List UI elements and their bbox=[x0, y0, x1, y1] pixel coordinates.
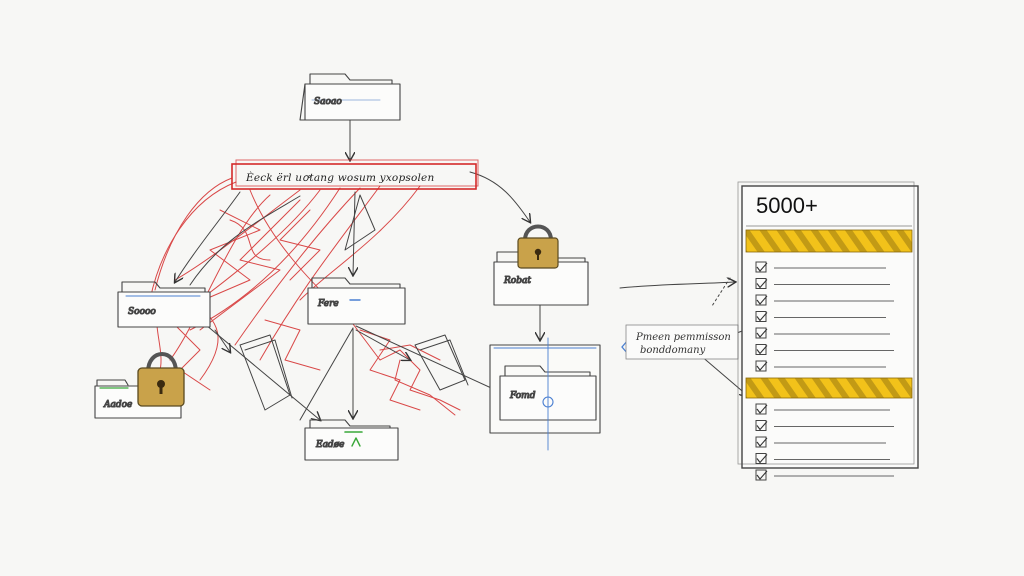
highlight-bar-bottom bbox=[745, 377, 913, 399]
permission-note: Pmeen pemmisson bonddomany bbox=[621, 324, 739, 360]
folder-locked-left-label: Aadoe bbox=[103, 400, 132, 410]
note-line-2: bonddomany bbox=[640, 345, 706, 356]
checkmark-icon bbox=[756, 470, 768, 480]
highlight-bar-top bbox=[745, 229, 913, 253]
permissions-panel: 5000+ bbox=[737, 181, 919, 481]
folder-left: Ѕоооо bbox=[117, 281, 211, 328]
checkmark-icon bbox=[756, 404, 768, 414]
checkbox-icon bbox=[755, 294, 767, 306]
panel-title: 5000+ bbox=[756, 193, 818, 218]
folder-right-large: Fomd bbox=[489, 337, 601, 451]
lock-icon bbox=[517, 224, 559, 269]
checkmark-icon bbox=[756, 361, 768, 371]
checkmark-icon bbox=[756, 295, 768, 305]
checklist bbox=[755, 261, 894, 481]
checkbox-icon bbox=[755, 327, 767, 339]
checkmark-icon bbox=[756, 437, 768, 447]
folder-locked-right-label: Robat bbox=[503, 276, 531, 286]
checkbox-icon bbox=[755, 469, 767, 481]
banner-text: Ѐeck ёrl uꝍtang wosum yxopsolen bbox=[245, 170, 434, 184]
checkmark-icon bbox=[756, 454, 768, 464]
folder-locked-right: Robat bbox=[493, 251, 589, 306]
checkmark-icon bbox=[756, 279, 768, 289]
checkbox-icon bbox=[755, 344, 767, 355]
checkbox-icon bbox=[755, 403, 767, 415]
checkbox-icon bbox=[755, 360, 767, 372]
folder-center-label: Fere bbox=[317, 299, 339, 309]
checkbox-icon bbox=[755, 278, 767, 289]
checkmark-icon bbox=[756, 262, 768, 272]
checkbox-icon bbox=[755, 311, 767, 322]
pencil-connectors bbox=[175, 119, 748, 420]
folder-bottom: Eadøe bbox=[304, 419, 399, 461]
folder-top: Ѕаоао bbox=[299, 73, 401, 121]
folder-top-label: Ѕаоао bbox=[314, 97, 342, 107]
folder-center: Fere bbox=[307, 277, 406, 325]
checkmark-icon bbox=[756, 421, 768, 431]
folder-left-label: Ѕоооо bbox=[128, 307, 156, 317]
checkbox-icon bbox=[755, 261, 767, 273]
lock-icon bbox=[137, 352, 185, 407]
checkmark-icon bbox=[756, 312, 768, 322]
folder-right-large-label: Fomd bbox=[509, 391, 536, 401]
checkmark-icon bbox=[756, 328, 768, 338]
checkbox-icon bbox=[755, 453, 767, 464]
checkmark-icon bbox=[756, 345, 768, 355]
check-banner: Ѐeck ёrl uꝍtang wosum yxopsolen bbox=[231, 159, 479, 190]
red-tangle-lines bbox=[149, 177, 461, 416]
folder-bottom-label: Eadøe bbox=[315, 440, 344, 450]
note-line-1: Pmeen pemmisson bbox=[635, 332, 731, 343]
checkbox-icon bbox=[755, 436, 767, 448]
checkbox-icon bbox=[755, 420, 767, 431]
